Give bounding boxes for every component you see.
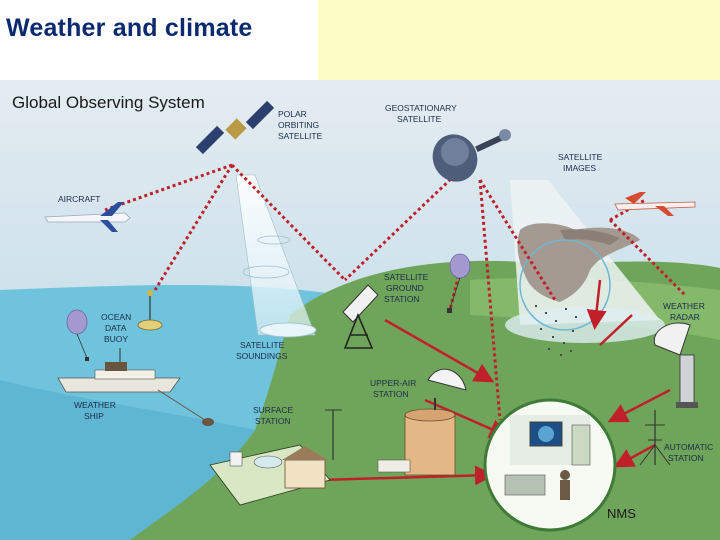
label-satellite-images: SATELLITE IMAGES [558,152,605,173]
surface-station-icon [209,409,342,506]
slide-title: Weather and climate [6,14,253,42]
label-upper-air-station: UPPER-AIR STATION [370,378,419,399]
label-aircraft: AIRCRAFT [58,194,101,204]
upper-air-station-icon [377,368,467,476]
label-weather-ship: WEATHER SHIP [74,400,118,421]
weather-balloon-icon [66,309,89,361]
label-polar-orbiting-satellite: POLAR ORBITING SATELLITE [278,109,323,141]
diagram-heading: Global Observing System [12,93,205,112]
weather-ship-icon [57,348,214,426]
label-satellite-ground-station: SATELLITE GROUND STATION [384,272,431,304]
label-satellite-soundings: SATELLITE SOUNDINGS [236,340,288,361]
geostationary-satellite-icon [432,129,511,182]
automatic-station-icon [639,410,671,466]
radar-coverage [519,239,611,331]
polar-orbiting-satellite-icon [195,100,275,155]
label-ocean-data-buoy: OCEAN DATA BUOY [101,312,134,344]
satellite-ground-station-icon [342,284,379,349]
label-weather-radar: WEATHER RADAR [663,301,707,322]
label-geostationary-satellite: GEOSTATIONARY SATELLITE [385,103,459,124]
weather-radar-icon [653,322,698,408]
aircraft-icon [44,202,131,232]
ocean-data-buoy-icon [137,290,163,331]
nms-centre-icon [483,398,617,532]
arrows-to-nms [319,279,671,486]
label-nms: NMS [607,506,636,521]
label-surface-station: SURFACE STATION [253,405,296,426]
global-observing-system-diagram: Global Observing System [0,80,720,540]
satellite-soundings-beam [235,174,316,336]
upper-air-balloon-icon [447,253,471,313]
rain [535,305,577,356]
label-automatic-station: AUTOMATIC STATION [664,442,716,463]
airliner-right-icon [614,192,696,216]
